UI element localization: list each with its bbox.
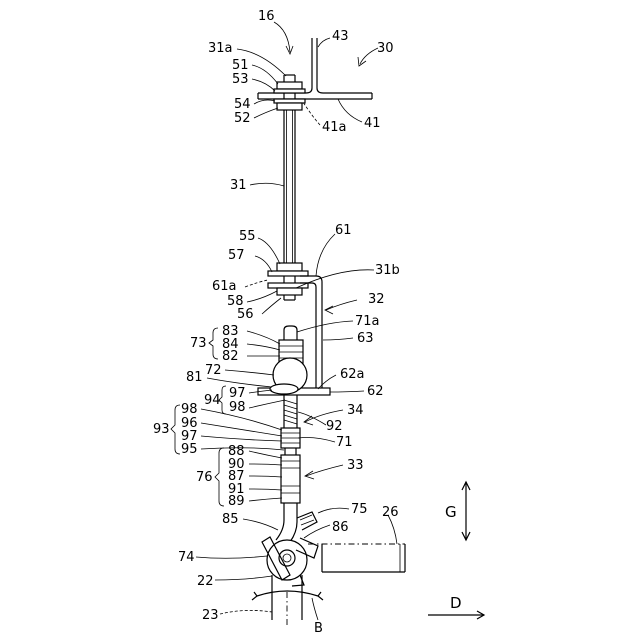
label-16: 16 (258, 9, 275, 24)
label-74: 74 (178, 550, 195, 565)
label-30: 30 (377, 41, 394, 56)
reference-labels: 16 43 30 31a 51 53 54 52 41a 41 31 55 61… (153, 9, 462, 636)
label-63: 63 (357, 331, 374, 346)
arrow-d (428, 611, 484, 619)
label-22: 22 (197, 574, 214, 589)
label-81: 81 (186, 370, 203, 385)
label-62: 62 (367, 384, 384, 399)
label-92: 92 (326, 419, 343, 434)
label-23: 23 (202, 608, 219, 623)
floor-26 (308, 544, 405, 572)
member-73 (270, 326, 307, 394)
coupler-93 (281, 428, 300, 455)
label-55: 55 (239, 229, 256, 244)
label-95: 95 (181, 442, 198, 457)
label-52: 52 (234, 111, 251, 126)
label-56: 56 (237, 307, 254, 322)
top-nuts-51-54 (274, 82, 305, 110)
label-32: 32 (368, 292, 385, 307)
label-61: 61 (335, 223, 352, 238)
label-73: 73 (190, 336, 207, 351)
label-26: 26 (382, 505, 399, 520)
label-62a: 62a (340, 367, 365, 382)
label-86: 86 (332, 520, 349, 535)
label-41a: 41a (322, 120, 347, 135)
label-72: 72 (205, 363, 222, 378)
label-31a: 31a (208, 41, 233, 56)
label-43: 43 (332, 29, 349, 44)
label-89: 89 (228, 494, 245, 509)
label-98-lower: 98 (181, 402, 198, 417)
label-33: 33 (347, 458, 364, 473)
member-76 (281, 455, 300, 503)
label-71a: 71a (355, 314, 380, 329)
hook-85 (276, 503, 317, 542)
label-93: 93 (153, 422, 170, 437)
label-98-upper: 98 (229, 400, 246, 415)
spring-92 (284, 395, 297, 428)
arrow-g (462, 482, 470, 540)
label-57: 57 (228, 248, 245, 263)
label-41: 41 (364, 116, 381, 131)
middle-nuts-55-58 (268, 263, 308, 295)
label-97-upper: 97 (229, 386, 246, 401)
label-51: 51 (232, 58, 249, 73)
label-31b: 31b (375, 263, 400, 278)
label-61a: 61a (212, 279, 237, 294)
label-53: 53 (232, 72, 249, 87)
label-76: 76 (196, 470, 213, 485)
label-71: 71 (336, 435, 353, 450)
label-B: B (314, 621, 323, 636)
label-85: 85 (222, 512, 239, 527)
label-94: 94 (204, 393, 221, 408)
label-D: D (450, 594, 462, 612)
label-34: 34 (347, 403, 364, 418)
label-82: 82 (222, 349, 239, 364)
label-75: 75 (351, 502, 368, 517)
label-31: 31 (230, 178, 247, 193)
label-G: G (445, 503, 457, 521)
label-54: 54 (234, 97, 251, 112)
